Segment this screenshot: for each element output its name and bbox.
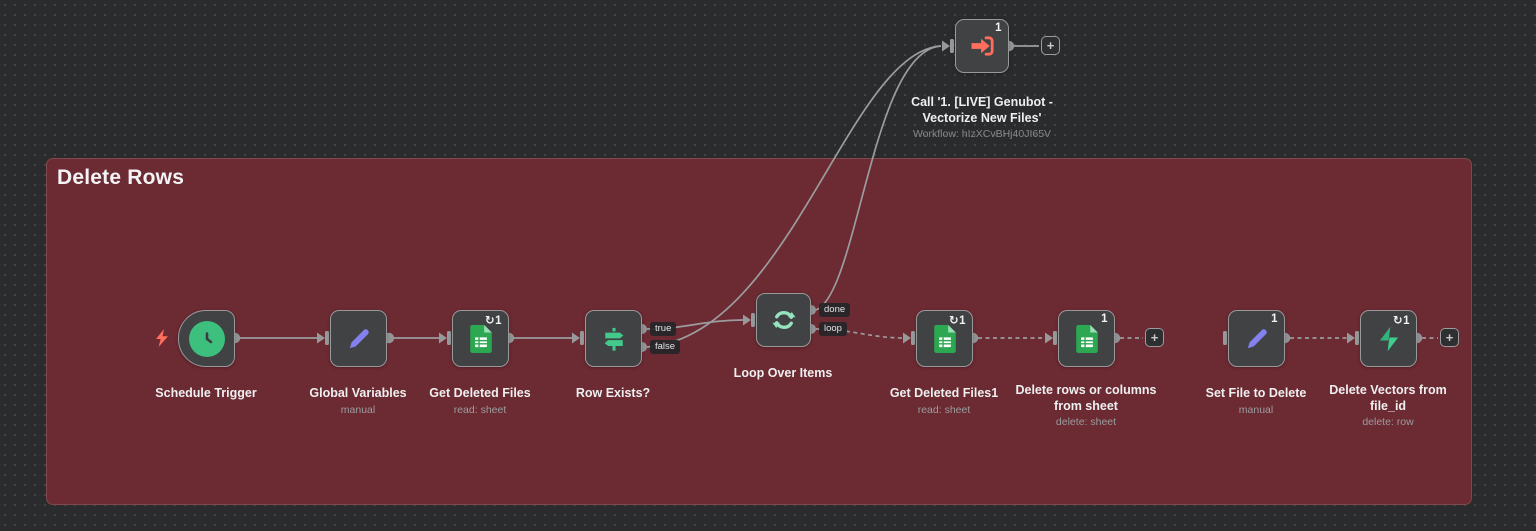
input-port bbox=[1355, 331, 1359, 345]
items-count-badge: 1 bbox=[995, 22, 1002, 34]
node-label-set-file-to-delete: Set File to Delete manual bbox=[1205, 385, 1307, 416]
port-label-done: done bbox=[819, 303, 851, 318]
node-subtitle-workflow-id: Workflow: hIzXCvBHj40JI65V bbox=[912, 128, 1052, 141]
items-count-badge: ↻1 bbox=[484, 315, 502, 327]
node-row-exists[interactable] bbox=[585, 310, 642, 367]
node-label-delete-vectors: Delete Vectors from file_id delete: row bbox=[1313, 367, 1463, 445]
input-arrow bbox=[317, 332, 325, 344]
input-port bbox=[1223, 331, 1227, 345]
connection-loop-done-to-call bbox=[815, 45, 942, 311]
input-port bbox=[580, 331, 584, 345]
node-subtitle: read: sheet bbox=[453, 403, 507, 416]
node-delete-rows-from-sheet[interactable]: 1 bbox=[1058, 310, 1115, 367]
node-label-row-exists: Row Exists? bbox=[575, 385, 651, 400]
node-label-loop-over-items: Loop Over Items bbox=[733, 365, 833, 380]
node-subtitle: manual bbox=[340, 403, 376, 416]
port-label-true: true bbox=[650, 322, 677, 337]
input-port bbox=[1053, 331, 1057, 345]
connections[interactable] bbox=[240, 45, 1438, 348]
node-subtitle: manual bbox=[1238, 403, 1274, 416]
input-ports[interactable] bbox=[317, 39, 1359, 345]
node-label-get-deleted-files: Get Deleted Files read: sheet bbox=[429, 385, 531, 416]
node-get-deleted-files[interactable]: ↻1 bbox=[452, 310, 509, 367]
port-label-loop: loop bbox=[819, 322, 847, 337]
google-sheets-icon bbox=[1075, 324, 1098, 353]
add-node-button[interactable]: + bbox=[1041, 36, 1060, 55]
google-sheets-icon bbox=[933, 324, 956, 353]
items-count-badge: 1 bbox=[1271, 313, 1278, 325]
google-sheets-icon bbox=[469, 324, 492, 353]
node-subtitle: read: sheet bbox=[917, 403, 971, 416]
input-port bbox=[447, 331, 451, 345]
connection-rowexists-false-to-call bbox=[646, 45, 942, 348]
signpost-if-icon bbox=[604, 327, 623, 351]
pencil-icon bbox=[1247, 328, 1267, 348]
node-label-schedule-trigger: Schedule Trigger bbox=[155, 385, 257, 400]
node-subtitle: delete: sheet bbox=[1055, 416, 1117, 429]
input-arrow bbox=[903, 332, 911, 344]
input-port bbox=[325, 331, 329, 345]
items-count-badge: ↻1 bbox=[1392, 315, 1410, 327]
node-label-call-genubot: Call '1. [LIVE] Genubot - Vectorize New … bbox=[897, 79, 1067, 157]
add-node-button[interactable]: + bbox=[1440, 328, 1459, 347]
port-label-false: false bbox=[650, 340, 681, 355]
items-count-badge: 1 bbox=[1101, 313, 1108, 325]
clock-icon bbox=[188, 320, 225, 357]
node-global-variables[interactable] bbox=[330, 310, 387, 367]
node-loop-over-items[interactable] bbox=[756, 293, 811, 347]
input-port bbox=[751, 313, 755, 327]
node-label-delete-rows-from-sheet: Delete rows or columns from sheet delete… bbox=[996, 367, 1176, 445]
node-get-deleted-files1[interactable]: ↻1 bbox=[916, 310, 973, 367]
supabase-bolt-icon bbox=[1379, 326, 1398, 351]
node-schedule-trigger[interactable] bbox=[178, 310, 235, 367]
input-port bbox=[911, 331, 915, 345]
node-label-global-variables: Global Variables manual bbox=[309, 385, 407, 416]
node-label-get-deleted-files1: Get Deleted Files1 read: sheet bbox=[889, 385, 999, 416]
items-count-badge: ↻1 bbox=[948, 315, 966, 327]
node-set-file-to-delete[interactable]: 1 bbox=[1228, 310, 1285, 367]
input-arrow bbox=[439, 332, 447, 344]
input-arrow bbox=[1045, 332, 1053, 344]
node-call-genubot-workflow[interactable]: 1 bbox=[955, 19, 1009, 73]
input-arrow bbox=[572, 332, 580, 344]
input-arrow bbox=[743, 314, 751, 326]
node-delete-vectors[interactable]: ↻1 bbox=[1360, 310, 1417, 367]
trigger-lightning-icon bbox=[156, 329, 168, 347]
sticky-title: Delete Rows bbox=[57, 166, 185, 189]
execute-workflow-icon bbox=[971, 36, 994, 56]
pencil-icon bbox=[349, 328, 369, 348]
add-node-button[interactable]: + bbox=[1145, 328, 1164, 347]
input-arrow bbox=[942, 40, 950, 52]
loop-icon bbox=[772, 311, 795, 329]
node-subtitle: delete: row bbox=[1362, 416, 1414, 429]
input-port bbox=[950, 39, 954, 53]
input-arrow bbox=[1347, 332, 1355, 344]
